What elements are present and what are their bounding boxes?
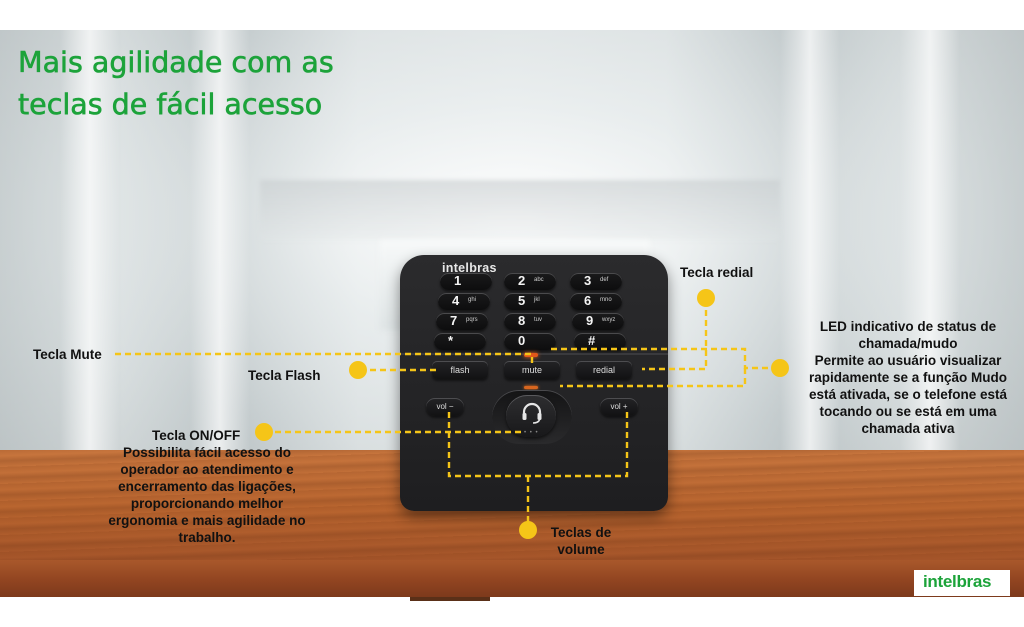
volume-down-button[interactable]: vol − [426,398,464,416]
label-led: LED indicativo de status de chamada/mudo… [792,318,1024,437]
flash-marker [349,361,367,379]
table-edge [0,560,1024,597]
key-star[interactable]: * [434,333,486,350]
on-off-button[interactable] [506,395,556,437]
label-onoff-title: Tecla ON/OFF [152,428,241,443]
label-flash: Tecla Flash [248,368,321,383]
label-led-desc-1: Permite ao usuário visualizar [814,353,1002,368]
key-1[interactable]: 1 [440,273,492,290]
mute-button[interactable]: mute [504,361,560,379]
label-led-desc-4: tocando ou se está em uma [819,404,997,419]
key-hash[interactable]: # [574,333,626,350]
label-mute: Tecla Mute [33,347,102,362]
flash-button[interactable]: flash [432,361,488,379]
background-room [0,30,1024,450]
label-led-desc-3: está ativada, se o telefone está [808,387,1008,402]
label-led-title-1: LED indicativo de status de [819,319,997,334]
redial-marker [697,289,715,307]
headline: Mais agilidade com as teclas de fácil ac… [18,42,334,126]
headset-icon [522,402,542,424]
headline-line-1: Mais agilidade com as [18,46,334,80]
led-marker [771,359,789,377]
label-led-desc-5: chamada ativa [861,421,955,436]
label-redial: Tecla redial [680,265,754,280]
label-led-title-2: chamada/mudo [858,336,958,351]
device-brand: intelbras [442,261,497,275]
brand-logo: intelbras [923,572,992,591]
volume-up-button[interactable]: vol + [600,398,638,416]
bottom-bar [0,597,1024,627]
volume-marker [519,521,537,539]
label-volume: Teclas de volume [550,525,612,557]
onoff-marker [255,423,273,441]
key-0[interactable]: 0 [504,333,556,350]
status-led-secondary [524,386,538,389]
label-onoff-desc: Possibilita fácil acesso do operador ao … [108,445,306,545]
headline-line-2: teclas de fácil acesso [18,88,323,122]
label-led-desc-2: rapidamente se a função Mudo [808,370,1008,385]
redial-button[interactable]: redial [576,361,632,379]
